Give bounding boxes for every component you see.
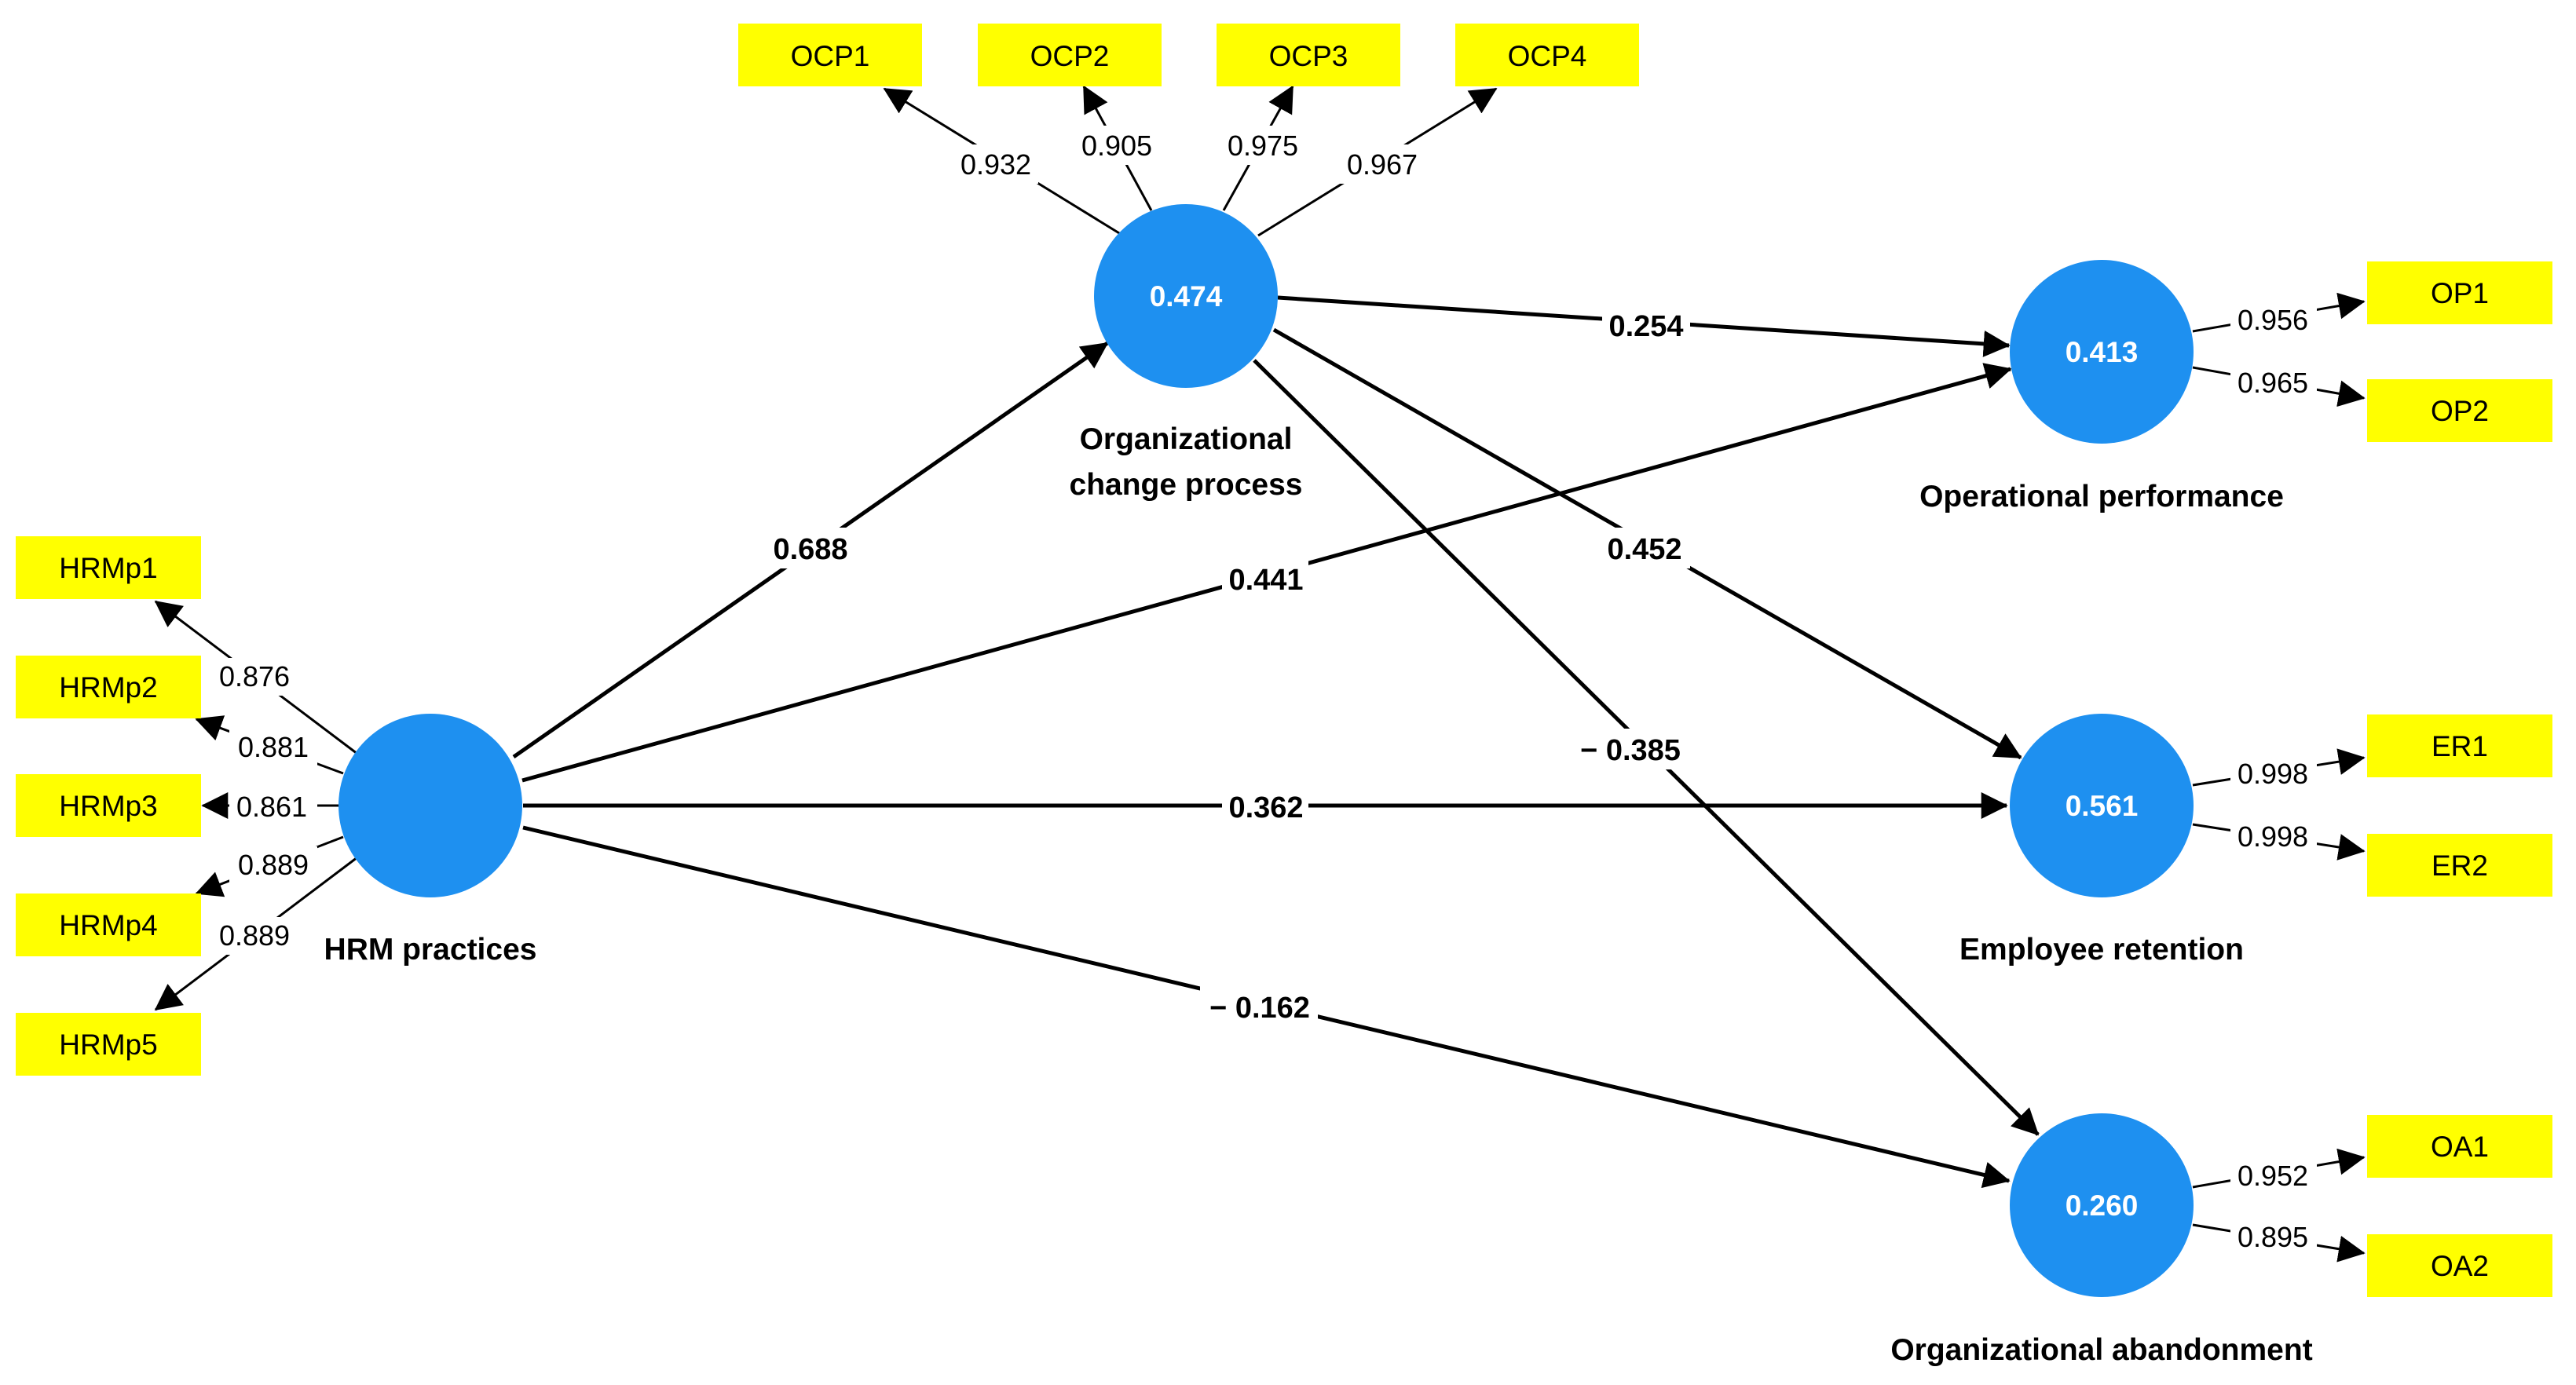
indicator-ocp4: OCP4 — [1455, 24, 1639, 86]
construct-name: Organizational abandonment — [1890, 1333, 2312, 1367]
path-coef-hrm-er: 0.362 — [1228, 791, 1303, 824]
indicator-label: OP2 — [2431, 395, 2489, 427]
loading-oa1: 0.952 — [2238, 1160, 2308, 1192]
construct-organizational-change-process: 0.474 Organizational change process — [1070, 204, 1303, 502]
indicator-label: OA2 — [2431, 1250, 2489, 1282]
loading-hrmp3: 0.861 — [236, 791, 307, 823]
indicator-ocp1: OCP1 — [738, 24, 922, 86]
indicator-label: HRMp2 — [59, 671, 157, 703]
construct-organizational-abandonment: 0.260 Organizational abandonment — [1890, 1113, 2313, 1367]
construct-name: Operational performance — [1919, 480, 2284, 513]
loading-op2: 0.965 — [2238, 367, 2308, 399]
loading-hrmp5: 0.889 — [219, 919, 290, 952]
loading-er2: 0.998 — [2238, 820, 2308, 853]
construct-name: HRM practices — [324, 933, 537, 967]
loading-ocp2: 0.905 — [1081, 130, 1152, 162]
indicator-ocp3: OCP3 — [1217, 24, 1400, 86]
loading-hrmp2: 0.881 — [238, 731, 309, 763]
indicator-label: HRMp4 — [59, 909, 157, 941]
indicator-op2: OP2 — [2367, 379, 2552, 442]
construct-r2-value: 0.260 — [2066, 1189, 2139, 1222]
indicator-oa2: OA2 — [2367, 1234, 2552, 1297]
indicator-op1: OP1 — [2367, 261, 2552, 324]
indicator-label: OCP2 — [1030, 40, 1110, 72]
path-coef-ocp-oa: − 0.385 — [1580, 734, 1681, 767]
indicator-hrmp4: HRMp4 — [16, 893, 201, 956]
loading-ocp3: 0.975 — [1228, 130, 1298, 162]
indicator-hrmp3: HRMp3 — [16, 774, 201, 837]
indicator-label: ER2 — [2431, 850, 2488, 882]
indicator-er2: ER2 — [2367, 834, 2552, 897]
loading-hrmp1: 0.876 — [219, 660, 290, 692]
indicator-label: OA1 — [2431, 1131, 2489, 1163]
indicator-label: OP1 — [2431, 277, 2489, 309]
indicator-label: HRMp1 — [59, 552, 157, 584]
loading-ocp1: 0.932 — [961, 148, 1031, 181]
construct-r2-value: 0.474 — [1150, 280, 1223, 312]
indicator-label: HRMp5 — [59, 1029, 157, 1061]
indicator-oa1: OA1 — [2367, 1115, 2552, 1178]
indicator-hrmp1: HRMp1 — [16, 536, 201, 599]
indicator-hrmp5: HRMp5 — [16, 1013, 201, 1076]
indicators: OCP1 OCP2 OCP3 OCP4 OP1 OP2 ER1 ER2 — [16, 24, 2552, 1297]
indicator-er1: ER1 — [2367, 714, 2552, 777]
path-coefficients: 0.688 0.441 0.362 − 0.162 0.254 0.452 − … — [762, 308, 1693, 1027]
indicator-label: HRMp3 — [59, 790, 157, 822]
loading-hrmp4: 0.889 — [238, 849, 309, 881]
construct-hrm-practices: HRM practices — [324, 714, 537, 967]
indicator-ocp2: OCP2 — [978, 24, 1162, 86]
loading-op1: 0.956 — [2238, 304, 2308, 336]
loading-oa2: 0.895 — [2238, 1221, 2308, 1253]
construct-operational-performance: 0.413 Operational performance — [1919, 260, 2284, 513]
indicator-label: ER1 — [2431, 730, 2488, 762]
construct-name: Employee retention — [1959, 933, 2244, 967]
path-coef-ocp-er: 0.452 — [1607, 533, 1681, 566]
loading-ocp4: 0.967 — [1347, 148, 1418, 181]
construct-r2-value: 0.413 — [2066, 336, 2139, 368]
construct-name-line2: change process — [1070, 468, 1303, 502]
path-coef-ocp-op: 0.254 — [1608, 310, 1683, 343]
indicator-label: OCP3 — [1269, 40, 1348, 72]
path-coef-hrm-ocp: 0.688 — [773, 533, 847, 566]
path-coef-hrm-oa: − 0.162 — [1209, 992, 1310, 1025]
construct-employee-retention: 0.561 Employee retention — [1959, 714, 2244, 967]
construct-name-line1: Organizational — [1080, 422, 1293, 456]
indicator-hrmp2: HRMp2 — [16, 656, 201, 718]
indicator-label: OCP4 — [1508, 40, 1587, 72]
constructs: 0.474 Organizational change process 0.41… — [324, 204, 2313, 1367]
loading-labels: 0.932 0.905 0.975 0.967 0.956 0.965 0.99… — [212, 126, 2317, 1255]
path-coef-hrm-op: 0.441 — [1228, 564, 1303, 597]
loading-er1: 0.998 — [2238, 758, 2308, 790]
indicator-label: OCP1 — [791, 40, 870, 72]
construct-r2-value: 0.561 — [2066, 790, 2139, 822]
